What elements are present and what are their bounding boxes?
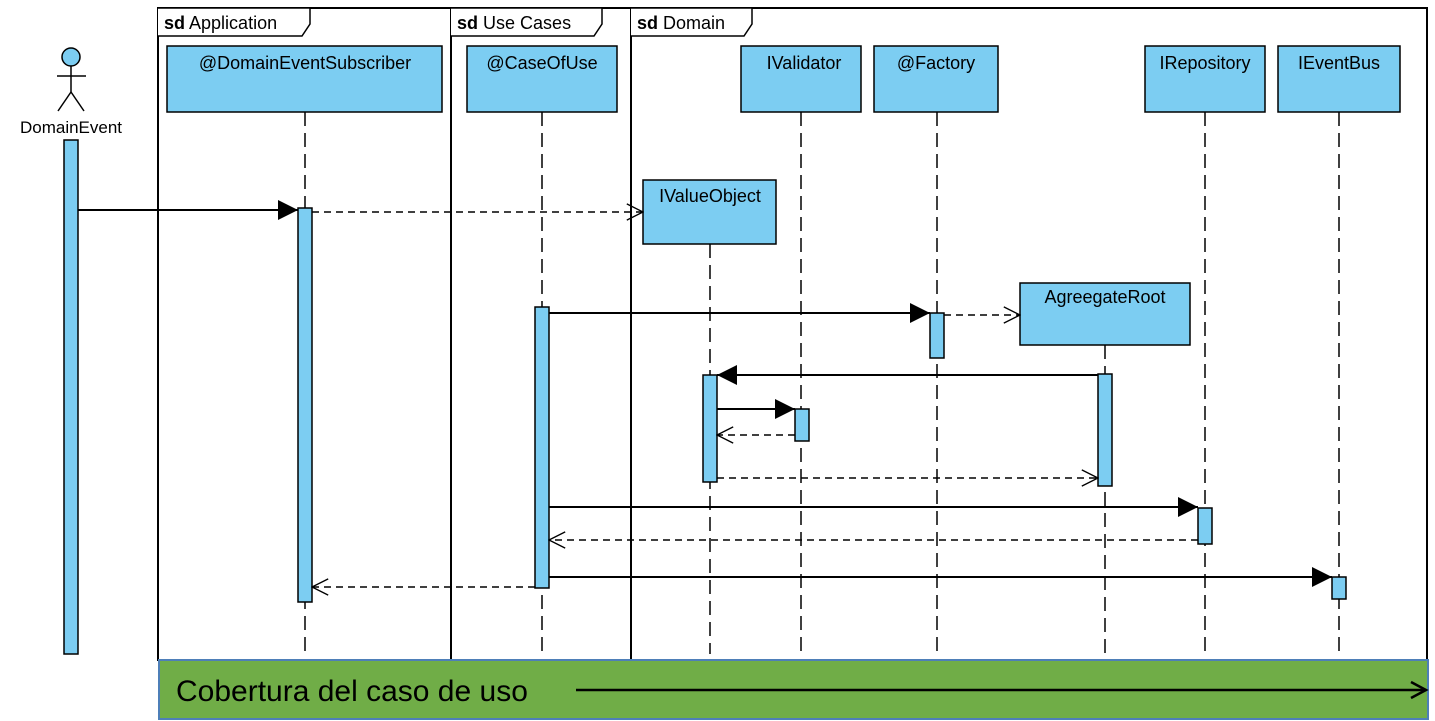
activation-repository: [1197, 507, 1213, 545]
actor-activation: [63, 139, 79, 655]
lifeline-validator[interactable]: IValidator: [740, 45, 862, 113]
actor-domain-event: DomainEvent: [20, 47, 122, 655]
lifeline-lines: [304, 112, 1340, 654]
lifeline-factory[interactable]: @Factory: [873, 45, 999, 113]
frame-use-cases-title: sd Use Cases: [457, 13, 571, 33]
actor-label: DomainEvent: [20, 118, 122, 137]
lifeline-repository-label: IRepository: [1159, 53, 1250, 73]
frame-domain: sd Domain: [630, 7, 1428, 661]
lifeline-repository[interactable]: IRepository: [1144, 45, 1266, 113]
activation-value-object: [702, 374, 718, 483]
lifeline-subscriber[interactable]: @DomainEventSubscriber: [166, 45, 443, 113]
coverage-banner: Cobertura del caso de uso: [158, 659, 1429, 720]
activation-aggregate-root: [1097, 373, 1113, 487]
lifeline-factory-label: @Factory: [897, 53, 975, 73]
lifeline-event-bus[interactable]: IEventBus: [1277, 45, 1401, 113]
activation-case-of-use: [534, 306, 550, 589]
lifeline-event-bus-label: IEventBus: [1298, 53, 1380, 73]
coverage-arrow-head: [1410, 680, 1429, 700]
activation-validator: [794, 408, 810, 442]
coverage-banner-label: Cobertura del caso de uso: [176, 675, 528, 708]
lifeline-value-object-label: IValueObject: [659, 186, 761, 206]
frame-domain-title: sd Domain: [637, 13, 725, 33]
lifeline-aggregate-root-label: AgreegateRoot: [1044, 287, 1165, 307]
lifeline-validator-label: IValidator: [767, 53, 842, 73]
frame-application-title: sd Application: [164, 13, 277, 33]
lifeline-value-object[interactable]: IValueObject: [642, 179, 777, 245]
lifeline-case-of-use-label: @CaseOfUse: [486, 53, 597, 73]
actor-icon: [57, 47, 86, 112]
lifeline-aggregate-root[interactable]: AgreegateRoot: [1019, 282, 1191, 346]
activation-subscriber: [297, 207, 313, 603]
activation-event-bus: [1331, 576, 1347, 600]
activation-factory: [929, 312, 945, 359]
lifeline-case-of-use[interactable]: @CaseOfUse: [466, 45, 618, 113]
lifeline-subscriber-label: @DomainEventSubscriber: [199, 53, 411, 73]
